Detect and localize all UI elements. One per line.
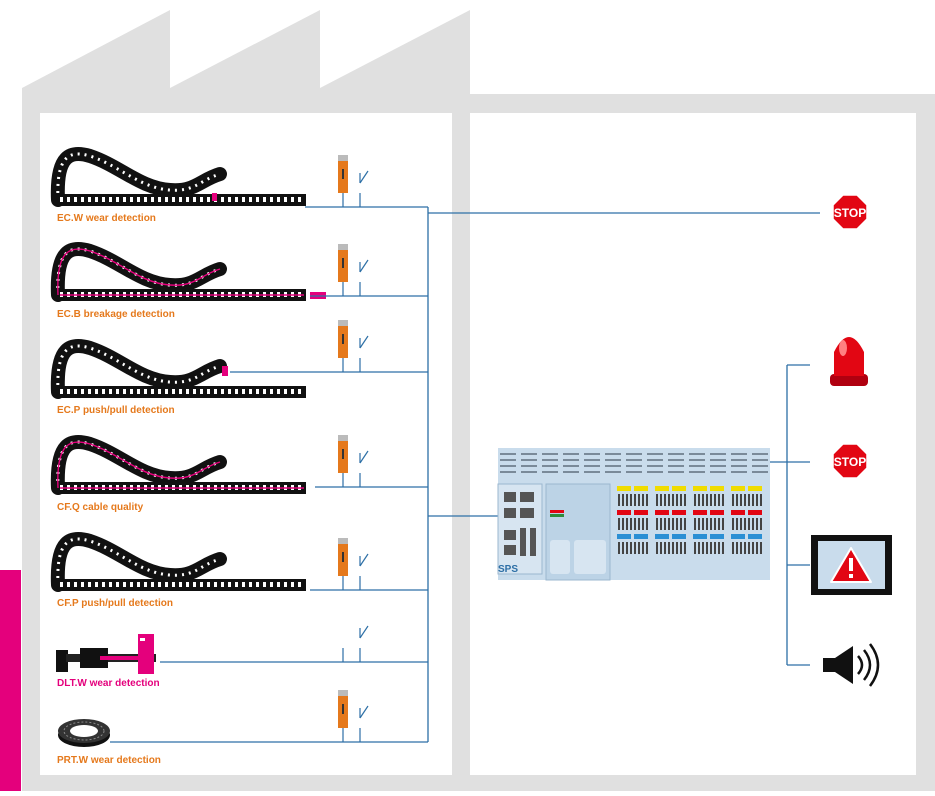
- sensor-label-ec-b: EC.B breakage detection: [57, 309, 175, 320]
- stop-sign-icon: STOP: [832, 194, 868, 230]
- energy-chain-cf-p: [50, 531, 306, 592]
- wiring: [110, 206, 820, 743]
- switch-4: [338, 538, 369, 590]
- energy-chain-ec-b: [50, 241, 306, 302]
- switch-2: [338, 320, 369, 372]
- sps-label: SPS: [498, 564, 519, 575]
- stop-label-top: STOP: [834, 206, 866, 220]
- switch-column: [338, 155, 369, 742]
- switch-0: [338, 155, 369, 207]
- sensor-label-prt-w: PRT.W wear detection: [57, 755, 161, 766]
- switch-6: [338, 690, 369, 742]
- sensor-label-ec-p: EC.P push/pull detection: [57, 405, 175, 416]
- energy-chain-ec-w: [50, 146, 306, 207]
- energy-chains: [50, 146, 326, 592]
- sensor-label-dlt-w: DLT.W wear detection: [57, 678, 160, 689]
- stop-label-mid: STOP: [834, 455, 866, 469]
- dlt-device: [56, 634, 156, 674]
- energy-chain-ec-p: [50, 338, 306, 399]
- warning-screen-icon: [811, 535, 892, 595]
- warning-light-icon: [830, 337, 868, 386]
- sensor-label-cf-q: CF.Q cable quality: [57, 502, 144, 513]
- sps-controller: [497, 448, 770, 581]
- left-hall: [40, 113, 452, 775]
- energy-chain-cf-q: [50, 434, 306, 495]
- sensor-label-cf-p: CF.P push/pull detection: [57, 598, 173, 609]
- sensor-label-ec-w: EC.W wear detection: [57, 213, 156, 224]
- switch-5: [342, 625, 369, 662]
- prt-ring: [58, 719, 110, 747]
- switch-1: [338, 244, 369, 296]
- magenta-accent-bar: [0, 570, 21, 791]
- horn-speaker-icon: [823, 643, 880, 687]
- switch-3: [338, 435, 369, 487]
- stop-sign-icon: STOP: [832, 443, 868, 479]
